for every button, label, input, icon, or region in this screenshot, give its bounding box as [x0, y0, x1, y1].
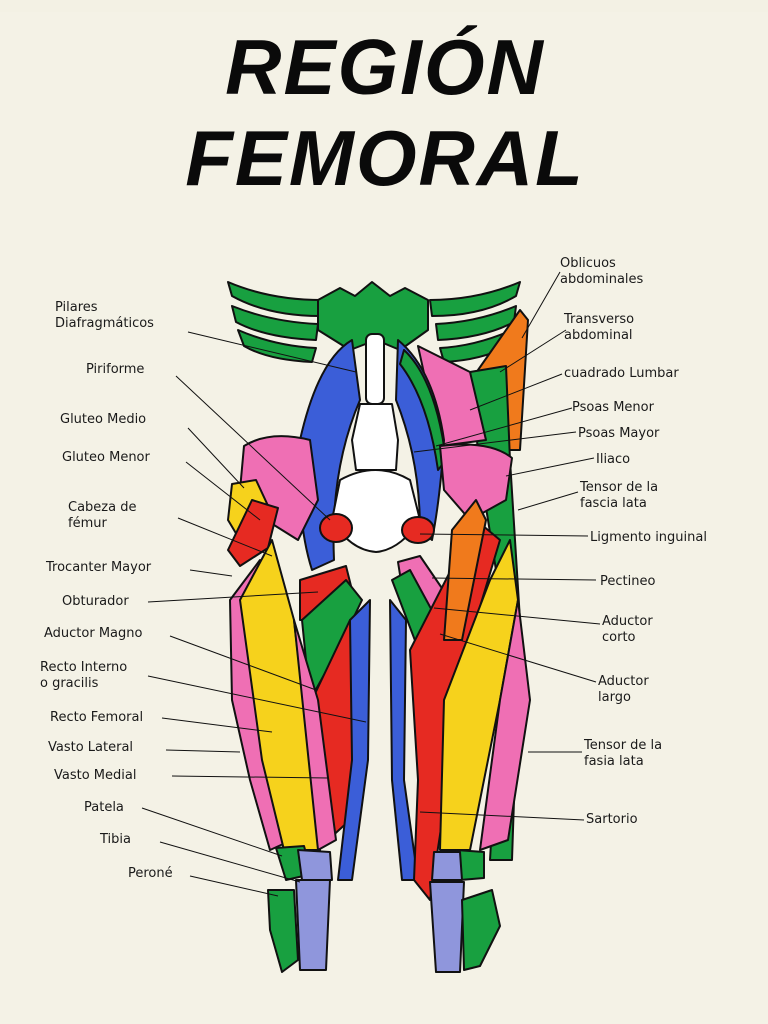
gluteus-medius-left	[239, 435, 319, 541]
psoas-right	[395, 339, 445, 541]
piriformis-right	[401, 516, 435, 544]
rib-right-2	[435, 305, 517, 341]
leader-psoas-mayor	[413, 431, 577, 453]
leader-piriforme	[175, 375, 331, 521]
leader-tensor-1	[517, 491, 579, 511]
leader-oblicuos	[521, 271, 561, 339]
knee-left	[297, 849, 333, 881]
tibia-right	[429, 881, 465, 973]
rib-right-1	[429, 281, 521, 317]
leader-pectineo	[431, 577, 597, 581]
label-ligamento-inguinal: Ligmento inguinal	[590, 530, 707, 545]
leader-tibia	[159, 841, 301, 883]
psoas-left	[298, 339, 361, 571]
leader-pilares	[187, 331, 357, 373]
label-sartorio: Sartorio	[586, 812, 638, 827]
leader-aductor-magno	[169, 635, 317, 691]
label-cuadrado-lumbar: cuadrado Lumbar	[564, 366, 679, 381]
piriformis-left	[319, 513, 353, 543]
page-title: REGIÓN FEMORAL	[185, 23, 585, 202]
leader-sartorio	[419, 811, 585, 821]
leader-psoas-menor	[435, 407, 573, 447]
leader-perone	[189, 875, 279, 897]
sacrum	[331, 469, 421, 553]
label-piriforme: Piriforme	[86, 362, 145, 377]
label-obturador: Obturador	[62, 594, 129, 609]
label-trocanter-mayor: Trocanter Mayor	[46, 560, 152, 575]
leader-ligamento	[419, 533, 589, 537]
vastus-medialis-left	[293, 619, 337, 851]
fibula-left	[267, 889, 299, 973]
knee-right	[431, 851, 463, 881]
label-cabeza-femur: Cabeza de fémur	[68, 500, 137, 531]
leader-cabeza-femur	[177, 517, 273, 557]
leader-aductor-largo	[439, 633, 597, 683]
tibia-left	[295, 879, 331, 971]
label-oblicuos-abdominales: Oblicuos abdominales	[560, 256, 644, 287]
leader-gluteo-medio	[187, 427, 245, 489]
label-gluteo-medio: Gluteo Medio	[60, 412, 147, 427]
label-aductor-magno: Aductor Magno	[44, 626, 143, 641]
label-aductor-corto: Aductor corto	[602, 614, 653, 645]
femur-head-left	[227, 499, 279, 567]
leader-obturador	[147, 591, 319, 603]
leader-vasto-lateral	[165, 749, 241, 753]
leader-recto-femoral	[161, 717, 273, 733]
label-perone: Peroné	[128, 866, 173, 881]
spine-vertebra-1	[365, 333, 385, 405]
label-aductor-largo: Aductor largo	[598, 674, 649, 705]
label-vasto-medial: Vasto Medial	[54, 768, 137, 783]
vastus-lateralis-right	[479, 599, 531, 851]
gracilis-left	[337, 599, 371, 881]
label-transverso-abdominal: Transverso abdominal	[564, 312, 635, 343]
leader-patela	[141, 807, 283, 857]
label-patela: Patela	[84, 800, 124, 815]
leader-cuadrado	[469, 373, 563, 411]
label-psoas-menor: Psoas Menor	[572, 400, 654, 415]
label-gluteo-menor: Gluteo Menor	[62, 450, 150, 465]
label-iliaco: Iliaco	[596, 452, 631, 467]
label-pilares-diafragmaticos: Pilares Diafragmáticos	[55, 300, 154, 331]
leader-transverso	[499, 329, 567, 373]
label-tibia: Tibia	[100, 832, 131, 847]
label-recto-femoral: Recto Femoral	[50, 710, 144, 725]
rib-left-2	[231, 305, 319, 341]
iliacus-right	[439, 443, 513, 521]
label-tensor-fascia-lata-1: Tensor de la fascia lata	[580, 480, 659, 511]
label-recto-interno: Recto Interno o gracilis	[40, 660, 128, 691]
leader-vasto-medial	[171, 775, 329, 779]
leader-aductor-corto	[433, 607, 601, 625]
leader-trocanter	[189, 569, 233, 577]
spine-lumbar	[351, 403, 399, 471]
label-pectineo: Pectineo	[600, 574, 656, 589]
leader-recto-interno	[147, 675, 367, 723]
leader-gluteo-menor	[185, 461, 261, 521]
label-psoas-mayor: Psoas Mayor	[578, 426, 660, 441]
label-tensor-fascia-lata-2: Tensor de la fasia lata	[584, 738, 663, 769]
leader-iliaco	[505, 457, 595, 477]
fibula-right	[461, 889, 501, 971]
label-vasto-lateral: Vasto Lateral	[48, 740, 134, 755]
